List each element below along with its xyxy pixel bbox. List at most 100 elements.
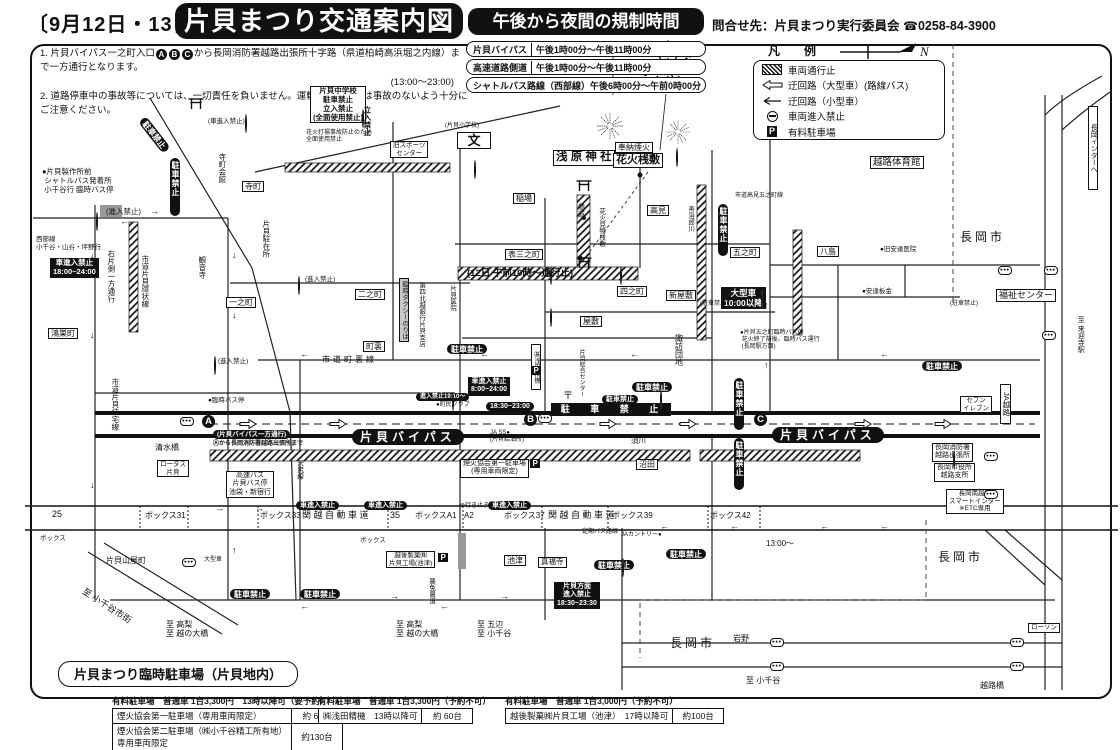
map-label: (車進入禁止) xyxy=(208,118,245,125)
map-label: ローソン xyxy=(1028,623,1060,633)
parking-group: 有料駐車場 普通車 1台3,000円（予約不可）越後製菓㈱片貝工場（池津） 17… xyxy=(504,695,725,724)
no-entry-icon xyxy=(474,160,476,179)
table-row: 煙火協会第一駐車場（専用車両限定）約 60台 xyxy=(111,708,344,724)
legend-item-label: 車両通行止 xyxy=(788,65,836,77)
map-label: 越後製菓㈱ 片貝工場(池津) xyxy=(386,551,436,569)
parking-capacity: 約130台 xyxy=(291,723,344,750)
restriction-badge: (片貝バイパス一方通行) xyxy=(213,430,291,439)
parking-capacity: 約 60台 xyxy=(421,708,474,724)
map-label: ボックス42 xyxy=(710,511,751,520)
legend-item-label: 車両進入禁止 xyxy=(788,112,846,123)
direction-arrow-icon: ↓ xyxy=(90,250,95,260)
note-one-way-time: (13:00～23:00) xyxy=(390,76,454,88)
map-label: ボックスA1 xyxy=(415,511,457,520)
table-row: 煙火協会第二駐車場（㈱小千谷精工所有地） 専用車両限定約130台 xyxy=(111,723,344,750)
map-label: 八島 xyxy=(817,246,839,258)
map-label: 花火桟敷 xyxy=(613,153,663,168)
map-label: 福祉センター xyxy=(996,289,1057,302)
map-label: ●片貝五之町臨時バス停 花火終了前後、臨時バス運行 (長岡駅方面) xyxy=(740,330,820,351)
legend-item: 車両進入禁止 xyxy=(760,109,940,123)
map-label: 屋敷 xyxy=(580,316,602,328)
map-label: (駐車禁止) xyxy=(950,301,978,307)
legend-item: 迂回路（小型車） xyxy=(760,94,940,108)
map-label: 第四北越銀行片貝支店 xyxy=(417,282,425,347)
parking-section-title: 片貝まつり臨時駐車場（片貝地内） xyxy=(58,661,298,687)
map-label: 農免農道 xyxy=(427,578,435,604)
map-label: 新屋敷 xyxy=(666,290,696,302)
note-text: 1. 片貝バイパス一之町入口 xyxy=(40,48,155,59)
restriction-badge: 駐車禁止 xyxy=(734,378,745,430)
table-row: ㈱浅田精機 13時以降可約 60台 xyxy=(317,708,474,724)
map-label: 煙火協会第一駐車場 (専用車両限定) xyxy=(460,459,529,478)
restriction-badge: 車進入禁止 8:00~24:00 xyxy=(468,377,511,396)
restriction-badge: 駐車禁止 xyxy=(447,344,487,355)
temporary-parking-section: 片貝まつり臨時駐車場（片貝地内） 有料駐車場 普通車 1台3,300円 13時以… xyxy=(0,655,1120,750)
map-label: 沼田 xyxy=(636,459,658,471)
direction-arrow-icon: → xyxy=(150,206,159,216)
traffic-signal-icon: ●●● xyxy=(1010,662,1024,671)
map-label: Ⓐから長岡消防署越路出張所まで xyxy=(213,441,304,447)
parking-group-header: 有料駐車場 普通車 1台3,300円 13時以降可（要予約） xyxy=(112,696,329,706)
map-label: JA越路 xyxy=(1000,384,1011,424)
no-entry-icon-slot xyxy=(760,110,784,122)
no-entry-icon xyxy=(452,392,454,411)
restriction-badge: 駐車禁止 xyxy=(666,549,706,560)
traffic-signal-icon: ●●● xyxy=(998,266,1012,275)
road-name-pill: 片貝バイパス xyxy=(772,427,884,444)
map-label: 参道 xyxy=(576,203,586,218)
restriction-badge: 駐車禁止 xyxy=(632,382,672,393)
map-label: ●片貝製作所前 シャトルバス発着所 小千谷行 臨時バス停 xyxy=(42,167,114,194)
traffic-signal-icon: ●●● xyxy=(182,558,196,567)
parking-icon-slot: P xyxy=(760,126,784,137)
paid-parking-icon: P xyxy=(531,366,542,376)
restriction-badge: 駐 車 禁 止 xyxy=(551,403,671,416)
map-label: 岩野 xyxy=(733,634,749,643)
direction-arrow-icon: ← xyxy=(880,349,889,359)
route-time: 午後1時00分～午後11時00分 xyxy=(536,62,652,73)
map-label: A2 xyxy=(464,511,474,520)
map-label: 至 来迎寺駅 xyxy=(1077,316,1085,353)
route-name: 片貝バイパス xyxy=(473,42,532,56)
traffic-signal-icon: ●●● xyxy=(770,662,784,671)
direction-arrow-icon: → xyxy=(255,503,264,513)
direction-arrow-icon: ← xyxy=(120,216,129,226)
map-label: ボックス33 xyxy=(260,511,301,520)
entrance-letter-badge: A xyxy=(155,49,167,60)
entrance-letter-badge: C xyxy=(181,49,193,60)
map-label: ⊗行き止まり xyxy=(460,503,496,509)
map-label: 二之町 xyxy=(355,289,385,301)
restriction-badge: 駐車禁止 xyxy=(734,438,745,490)
detour-large-arrow-icon xyxy=(761,79,782,91)
no-entry-icon xyxy=(550,266,552,285)
map-label: 長岡市 xyxy=(670,636,716,650)
parking-table: 越後製菓㈱片貝工場（池津） 17時以降可約100台 xyxy=(504,708,725,724)
map-label: 諏訪団地 xyxy=(674,334,684,366)
no-entry-icon xyxy=(766,110,778,122)
map-label: ボックス xyxy=(360,537,386,544)
closed-road-swatch-icon xyxy=(762,64,782,75)
direction-arrow-icon: ↓ xyxy=(90,330,95,340)
no-entry-icon xyxy=(550,308,552,327)
direction-arrow-icon: ← xyxy=(480,349,489,359)
road-name-pill: 片貝バイパス xyxy=(352,429,464,446)
map-label: 越路体育館 xyxy=(870,156,924,170)
legend-title: 凡 例 xyxy=(768,42,823,61)
restriction-badge: 車進入禁止 xyxy=(296,501,339,511)
direction-arrow-icon: ← xyxy=(880,521,889,531)
parking-lot-name: 越後製菓㈱片貝工場（池津） 17時以降可 xyxy=(504,708,674,724)
map-label: 長岡インターへ xyxy=(1088,106,1099,190)
direction-arrow-icon: ← xyxy=(660,521,669,531)
restriction-badge: 駐車禁止 xyxy=(718,204,729,256)
contact-label: 問合せ先：片貝まつり実行委員会 xyxy=(712,19,900,33)
map-label: 沢尻線 xyxy=(295,460,303,480)
no-entry-icon xyxy=(622,558,624,577)
map-label: セブン イレブン xyxy=(960,396,992,414)
no-entry-icon xyxy=(620,266,622,285)
map-label: (片貝小学校) xyxy=(445,123,479,129)
map-label: JAカントリー● xyxy=(621,532,662,538)
map-label: 一之町 xyxy=(226,297,256,309)
north-arrow-icon: N xyxy=(838,40,933,65)
